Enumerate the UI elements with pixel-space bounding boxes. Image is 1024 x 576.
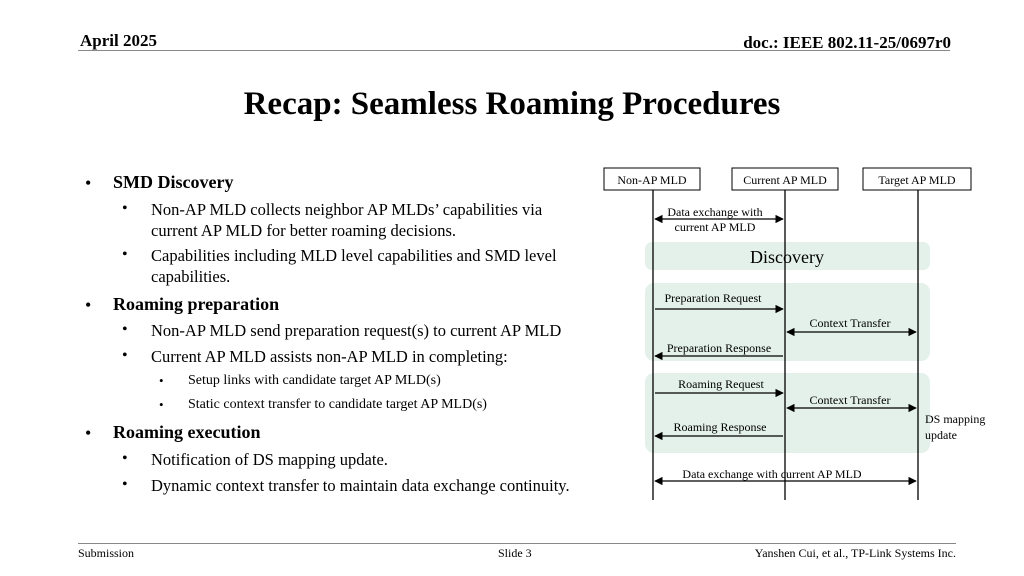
bullet-item: Capabilities including MLD level capabil… [151,246,557,286]
non-ap-mld-box [603,167,701,191]
preparation-band [645,283,930,361]
bullet-dot: • [122,476,128,493]
bullet-item: Dynamic context transfer to maintain dat… [151,476,570,495]
ds-mapping-label: DS mapping [925,412,985,426]
roaming-response-label: Roaming Response [674,420,767,434]
context-transfer-2-label: Context Transfer [810,393,891,407]
bullet-dot: • [85,295,92,315]
preparation-response-label: Preparation Response [667,341,771,355]
bullet-dot: • [159,373,164,388]
bullet-item: Non-AP MLD collects neighbor AP MLDs’ ca… [151,200,543,240]
footer-authors: Yanshen Cui, et al., TP-Link Systems Inc… [754,546,956,560]
bullet-heading-roaming-execution: Roaming execution [113,422,261,442]
bullet-dot: • [159,397,164,412]
current-ap-mld-label: Current AP MLD [743,173,827,187]
bullet-dot: • [122,246,128,263]
bullet-item: Current AP MLD assists non-AP MLD in com… [151,347,508,366]
preparation-request-label: Preparation Request [665,291,763,305]
target-ap-mld-box [862,167,972,191]
roaming-sequence-diagram: Non-AP MLD Current AP MLD Target AP MLD … [603,167,985,500]
bullet-dot: • [122,450,128,467]
bullet-dot: • [122,347,128,364]
header-date: April 2025 [80,31,157,50]
bullet-dot: • [85,173,92,193]
roaming-request-label: Roaming Request [678,377,764,391]
bullet-dot: • [85,423,92,443]
header-doc-id: doc.: IEEE 802.11-25/0697r0 [743,33,951,52]
bullet-subitem: Setup links with candidate target AP MLD… [188,373,441,388]
discovery-label: Discovery [750,247,824,267]
context-transfer-1-label: Context Transfer [810,316,891,330]
data-exchange-top-label-2: current AP MLD [675,220,756,234]
bullet-item: Notification of DS mapping update. [151,450,388,469]
bullet-item: Non-AP MLD send preparation request(s) t… [151,321,562,340]
bullet-heading-smd-discovery: SMD Discovery [113,172,234,192]
bullet-dot: • [122,321,128,338]
ds-mapping-label-2: update [925,428,957,442]
data-exchange-top-label: Data exchange with [667,205,762,219]
data-exchange-bottom-label: Data exchange with current AP MLD [682,467,862,481]
bullet-heading-roaming-preparation: Roaming preparation [113,294,280,314]
footer-submission: Submission [78,546,135,560]
header-divider [78,50,950,51]
target-ap-mld-label: Target AP MLD [878,173,955,187]
footer-divider [78,543,956,544]
bullet-dot: • [122,200,128,217]
discovery-band [645,242,930,270]
slide-title: Recap: Seamless Roaming Procedures [243,86,781,122]
footer-slide-number: Slide 3 [498,546,532,560]
non-ap-mld-label: Non-AP MLD [617,173,687,187]
bullet-subitem: Static context transfer to candidate tar… [188,397,487,412]
